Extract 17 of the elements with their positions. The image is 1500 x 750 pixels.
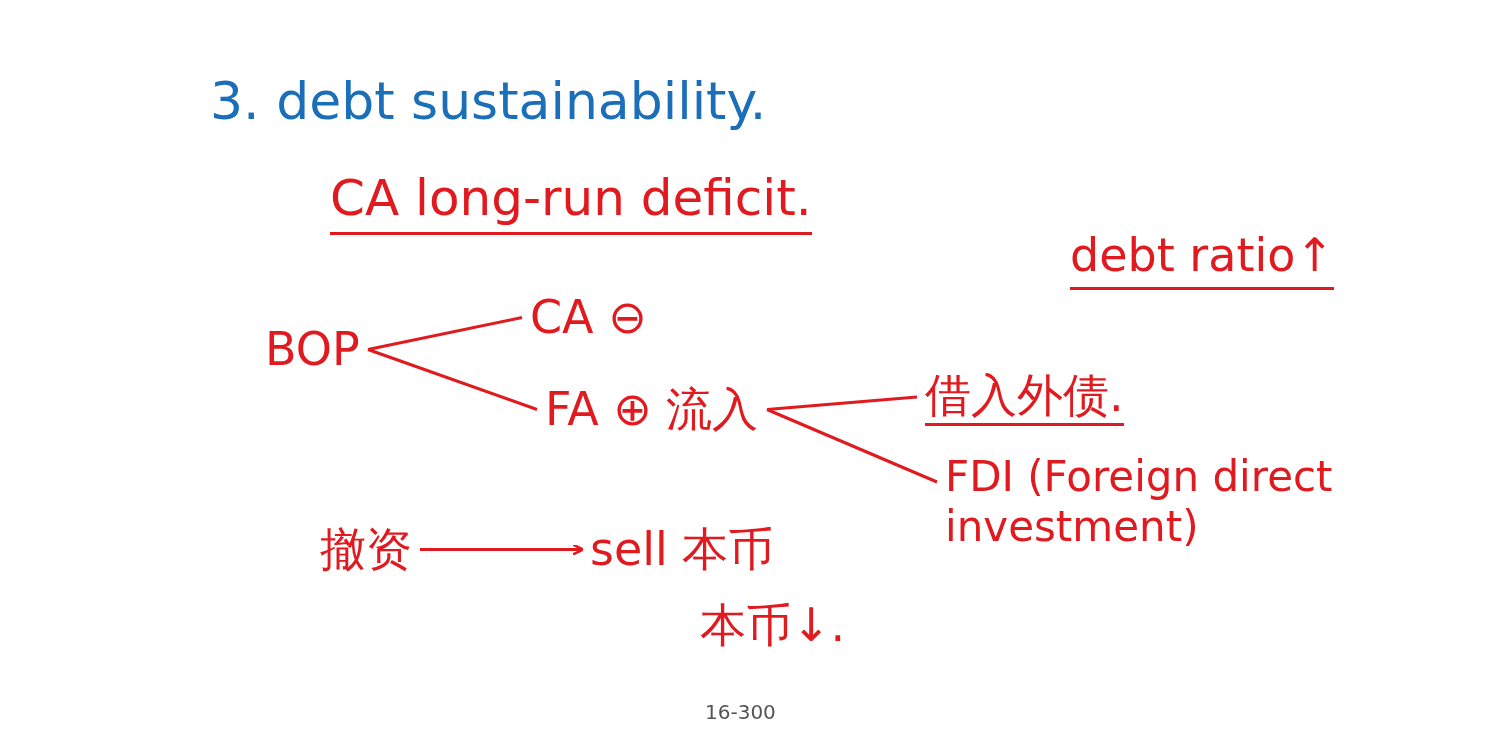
handwritten-label: FA ⊕ 流入 [545,382,759,438]
branch-line [367,348,538,411]
handwritten-note: debt ratio↑ [1070,228,1334,291]
branch-line [766,395,918,411]
handwritten-label: sell 本币 [590,522,775,578]
handwritten-label: 借入外债. [925,368,1124,427]
handwritten-note: CA long-run deficit. [330,168,812,235]
branch-line [367,316,523,351]
handwritten-label: 撤资 [320,522,412,578]
handwritten-label: CA ⊖ [530,290,647,346]
page-number: 16-300 [705,700,776,724]
handwritten-label: BOP [265,322,360,378]
arrow [420,543,585,556]
title: 3. debt sustainability. [210,70,767,133]
handwritten-label: FDI (Foreign direct investment) [945,452,1445,553]
handwritten-note: 本币↓. [700,598,846,654]
branch-line [766,408,938,484]
